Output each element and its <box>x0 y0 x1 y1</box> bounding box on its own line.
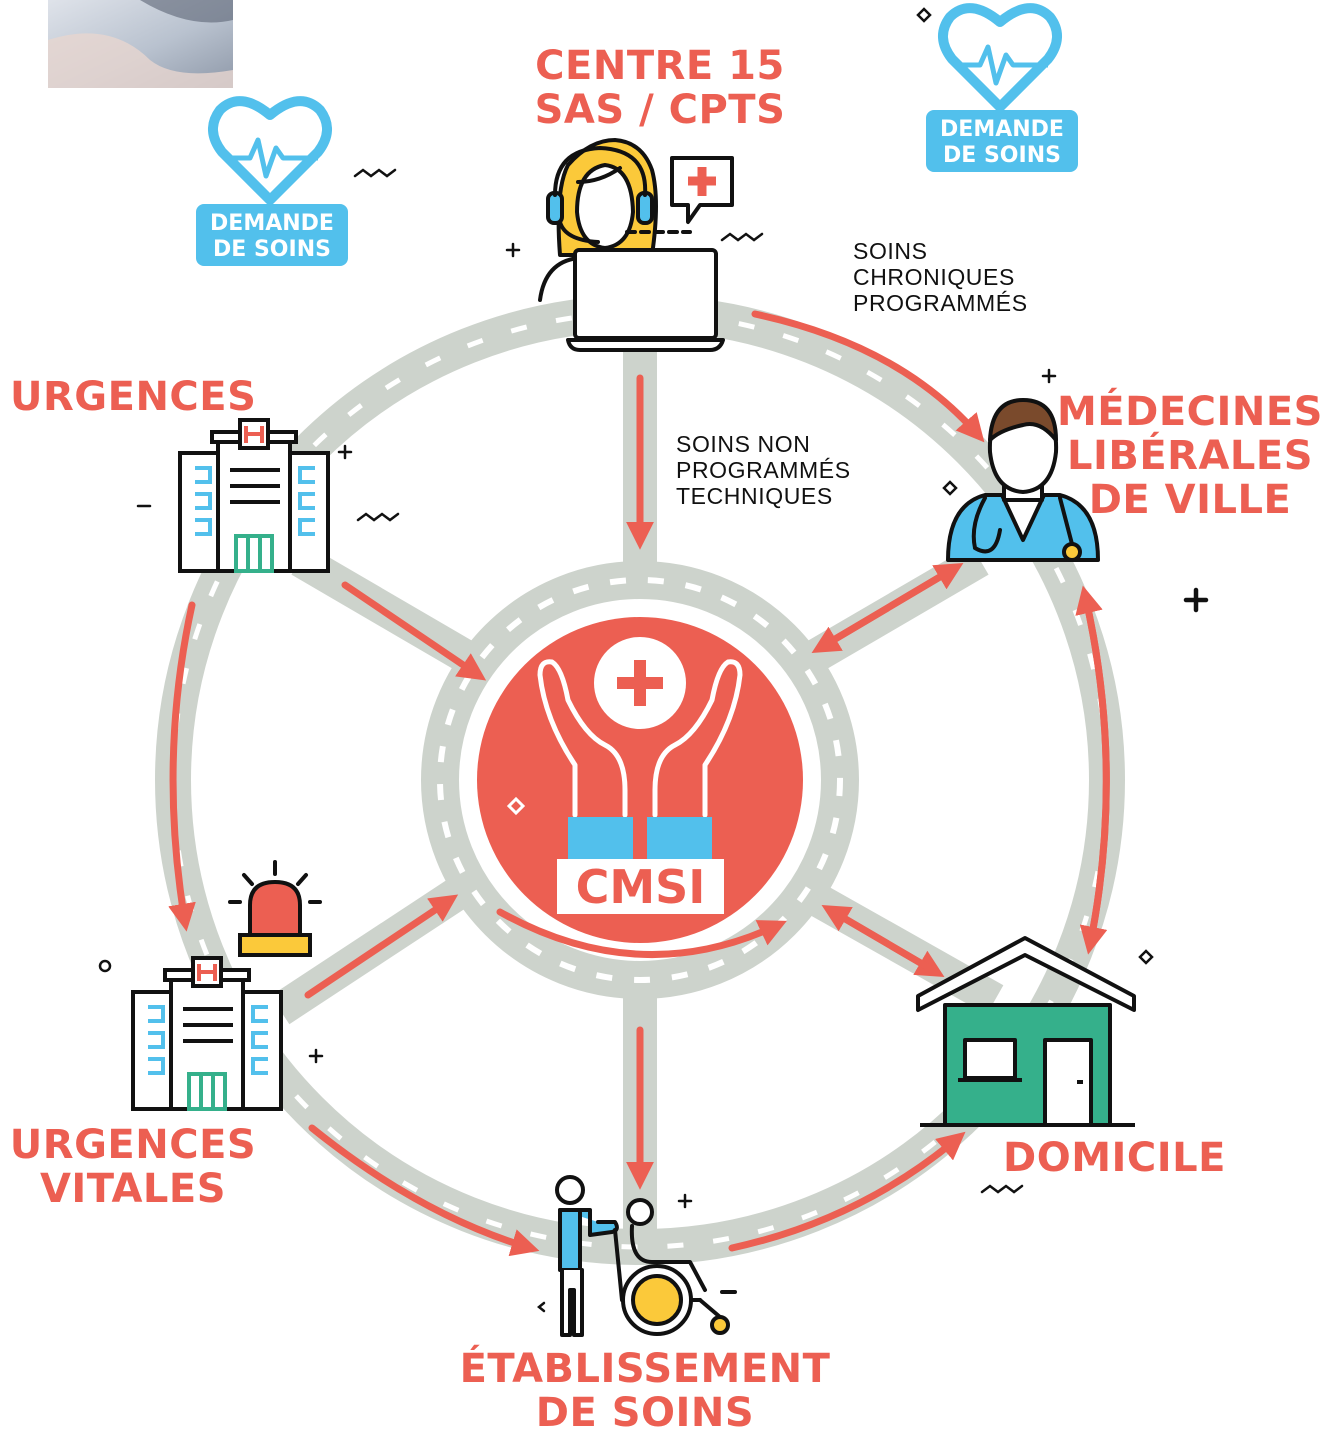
arrow-etablissement-to-domicile <box>728 1131 966 1252</box>
cmsi-plus-icon <box>617 660 663 706</box>
label-urgences: URGENCES <box>10 375 256 419</box>
note-non-programmes-line3: TECHNIQUES <box>676 483 833 509</box>
badge-right-line1: DEMANDE <box>940 117 1064 142</box>
hospital-vitales-icon <box>131 956 283 1111</box>
label-domicile-line1: DOMICILE <box>1003 1135 1226 1181</box>
label-vitales-line1: URGENCES <box>9 1122 257 1168</box>
note-soins-non-programmes: SOINS NON PROGRAMMÉS TECHNIQUES <box>676 431 851 509</box>
arrow-urgences-to-vitales <box>168 601 196 932</box>
cmsi-label: CMSI <box>576 860 706 914</box>
note-chroniques-line2: CHRONIQUES <box>853 264 1015 290</box>
label-medecines-line3: DE VILLE <box>1088 477 1292 523</box>
decor-sparkles <box>98 7 1154 1313</box>
decor-bold-plus <box>1183 587 1209 613</box>
arrow-inner-to-cmsi <box>496 908 787 959</box>
siren-icon <box>228 860 322 957</box>
spoke-upper-right <box>791 545 989 680</box>
label-urgences-line1: URGENCES <box>10 374 257 420</box>
label-domicile: DOMICILE <box>1003 1136 1226 1180</box>
label-etablissement-line1: ÉTABLISSEMENT <box>459 1346 831 1392</box>
right-cuff <box>647 817 712 859</box>
doctor-icon <box>946 398 1100 562</box>
badge-demande-left: DEMANDE DE SOINS <box>196 96 348 266</box>
flow-arrows <box>168 310 1110 1257</box>
label-centre15: CENTRE 15 SAS / CPTS <box>520 44 800 132</box>
wheelchair-icon <box>555 1175 737 1337</box>
house-icon <box>916 936 1136 1127</box>
badge-demande-right: DEMANDE DE SOINS <box>926 3 1078 172</box>
arrow-vitales-to-cmsi <box>304 894 459 999</box>
hospital-urgences-icon <box>178 418 330 573</box>
label-centre15-line1: CENTRE 15 <box>535 43 785 89</box>
operator-icon <box>538 138 734 352</box>
label-vitales-line2: VITALES <box>39 1166 227 1212</box>
cmsi-label-box <box>557 859 724 914</box>
hands-icon <box>537 659 743 818</box>
note-chroniques-line1: SOINS <box>853 238 928 264</box>
arrow-cmsi-to-medecines <box>816 563 964 652</box>
cmsi-hub: CMSI <box>477 617 803 943</box>
label-medecines-line2: LIBÉRALES <box>1066 433 1314 479</box>
label-etablissement-line2: DE SOINS <box>535 1390 755 1436</box>
badge-left-line1: DEMANDE <box>210 211 334 236</box>
note-non-programmes-line2: PROGRAMMÉS <box>676 457 851 483</box>
label-etablissement: ÉTABLISSEMENT DE SOINS <box>455 1347 835 1435</box>
chat-plus-icon <box>688 167 716 196</box>
label-centre15-line2: SAS / CPTS <box>534 87 786 133</box>
arrow-centre15-to-medecines <box>751 310 985 443</box>
note-chroniques-line3: PROGRAMMÉS <box>853 290 1028 316</box>
label-medecines-line1: MÉDECINES <box>1056 389 1323 435</box>
arrow-domicile-to-cmsi <box>821 905 940 976</box>
label-urgences-vitales: URGENCES VITALES <box>2 1123 264 1211</box>
label-medecines: MÉDECINES LIBÉRALES DE VILLE <box>1055 390 1325 522</box>
note-non-programmes-line1: SOINS NON <box>676 431 811 457</box>
photo-fragment <box>48 0 233 88</box>
badge-left-line2: DE SOINS <box>213 237 331 262</box>
arrow-vitales-to-etablissement <box>308 1124 540 1257</box>
arrow-urgences-to-cmsi <box>341 581 487 681</box>
badge-right-line2: DE SOINS <box>943 143 1061 168</box>
inner-ring-dashes <box>437 577 843 983</box>
note-soins-chroniques: SOINS CHRONIQUES PROGRAMMÉS <box>853 238 1028 316</box>
left-cuff <box>568 817 633 859</box>
arrow-medecines-to-domicile <box>1079 591 1110 955</box>
